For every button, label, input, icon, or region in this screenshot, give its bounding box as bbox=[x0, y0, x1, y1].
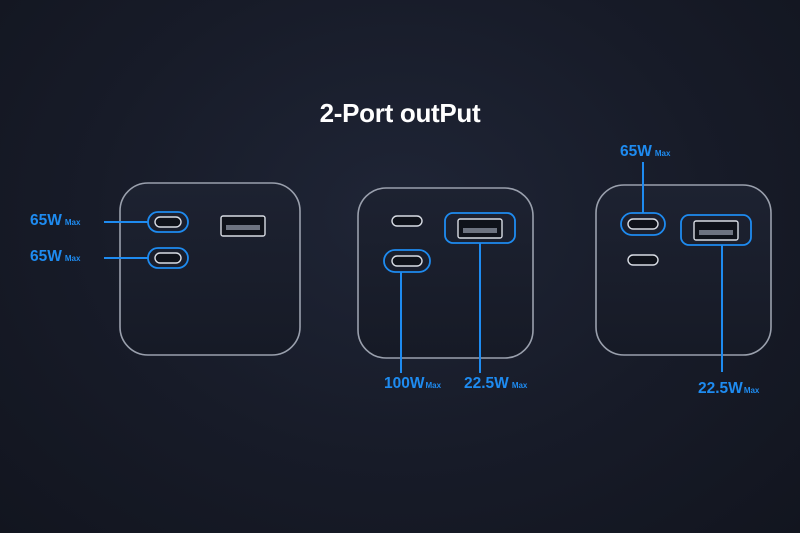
charger-2 bbox=[357, 187, 534, 373]
charger-3-port-2-label: 22.5WMax bbox=[698, 380, 759, 400]
usb-c-port-1 bbox=[627, 218, 659, 230]
max-suffix: Max bbox=[64, 218, 81, 227]
usb-c-port-2 bbox=[154, 252, 182, 264]
watt-value: 22.5W bbox=[698, 380, 743, 397]
max-suffix: Max bbox=[425, 381, 442, 390]
max-suffix: Max bbox=[64, 254, 81, 263]
watt-value: 65W bbox=[30, 248, 62, 265]
charger-3 bbox=[595, 162, 772, 372]
usb-c-port-1 bbox=[391, 215, 423, 227]
watt-value: 65W bbox=[30, 212, 62, 229]
watt-value: 100W bbox=[384, 375, 425, 392]
watt-value: 65W bbox=[620, 143, 652, 160]
max-suffix: Max bbox=[511, 381, 528, 390]
charger-1 bbox=[104, 182, 301, 356]
usb-a-port-highlight bbox=[680, 214, 752, 246]
charger-2-port-1-label: 100WMax bbox=[384, 375, 441, 395]
usb-c-port-2 bbox=[627, 254, 659, 266]
max-suffix: Max bbox=[743, 386, 760, 395]
watt-value: 22.5W bbox=[464, 375, 509, 392]
page-title: 2-Port outPut bbox=[319, 98, 481, 128]
usb-c-port-2-highlight bbox=[383, 249, 431, 273]
max-suffix: Max bbox=[654, 149, 671, 158]
usb-c-port-2 bbox=[391, 255, 423, 267]
usb-c-port-1 bbox=[154, 216, 182, 228]
